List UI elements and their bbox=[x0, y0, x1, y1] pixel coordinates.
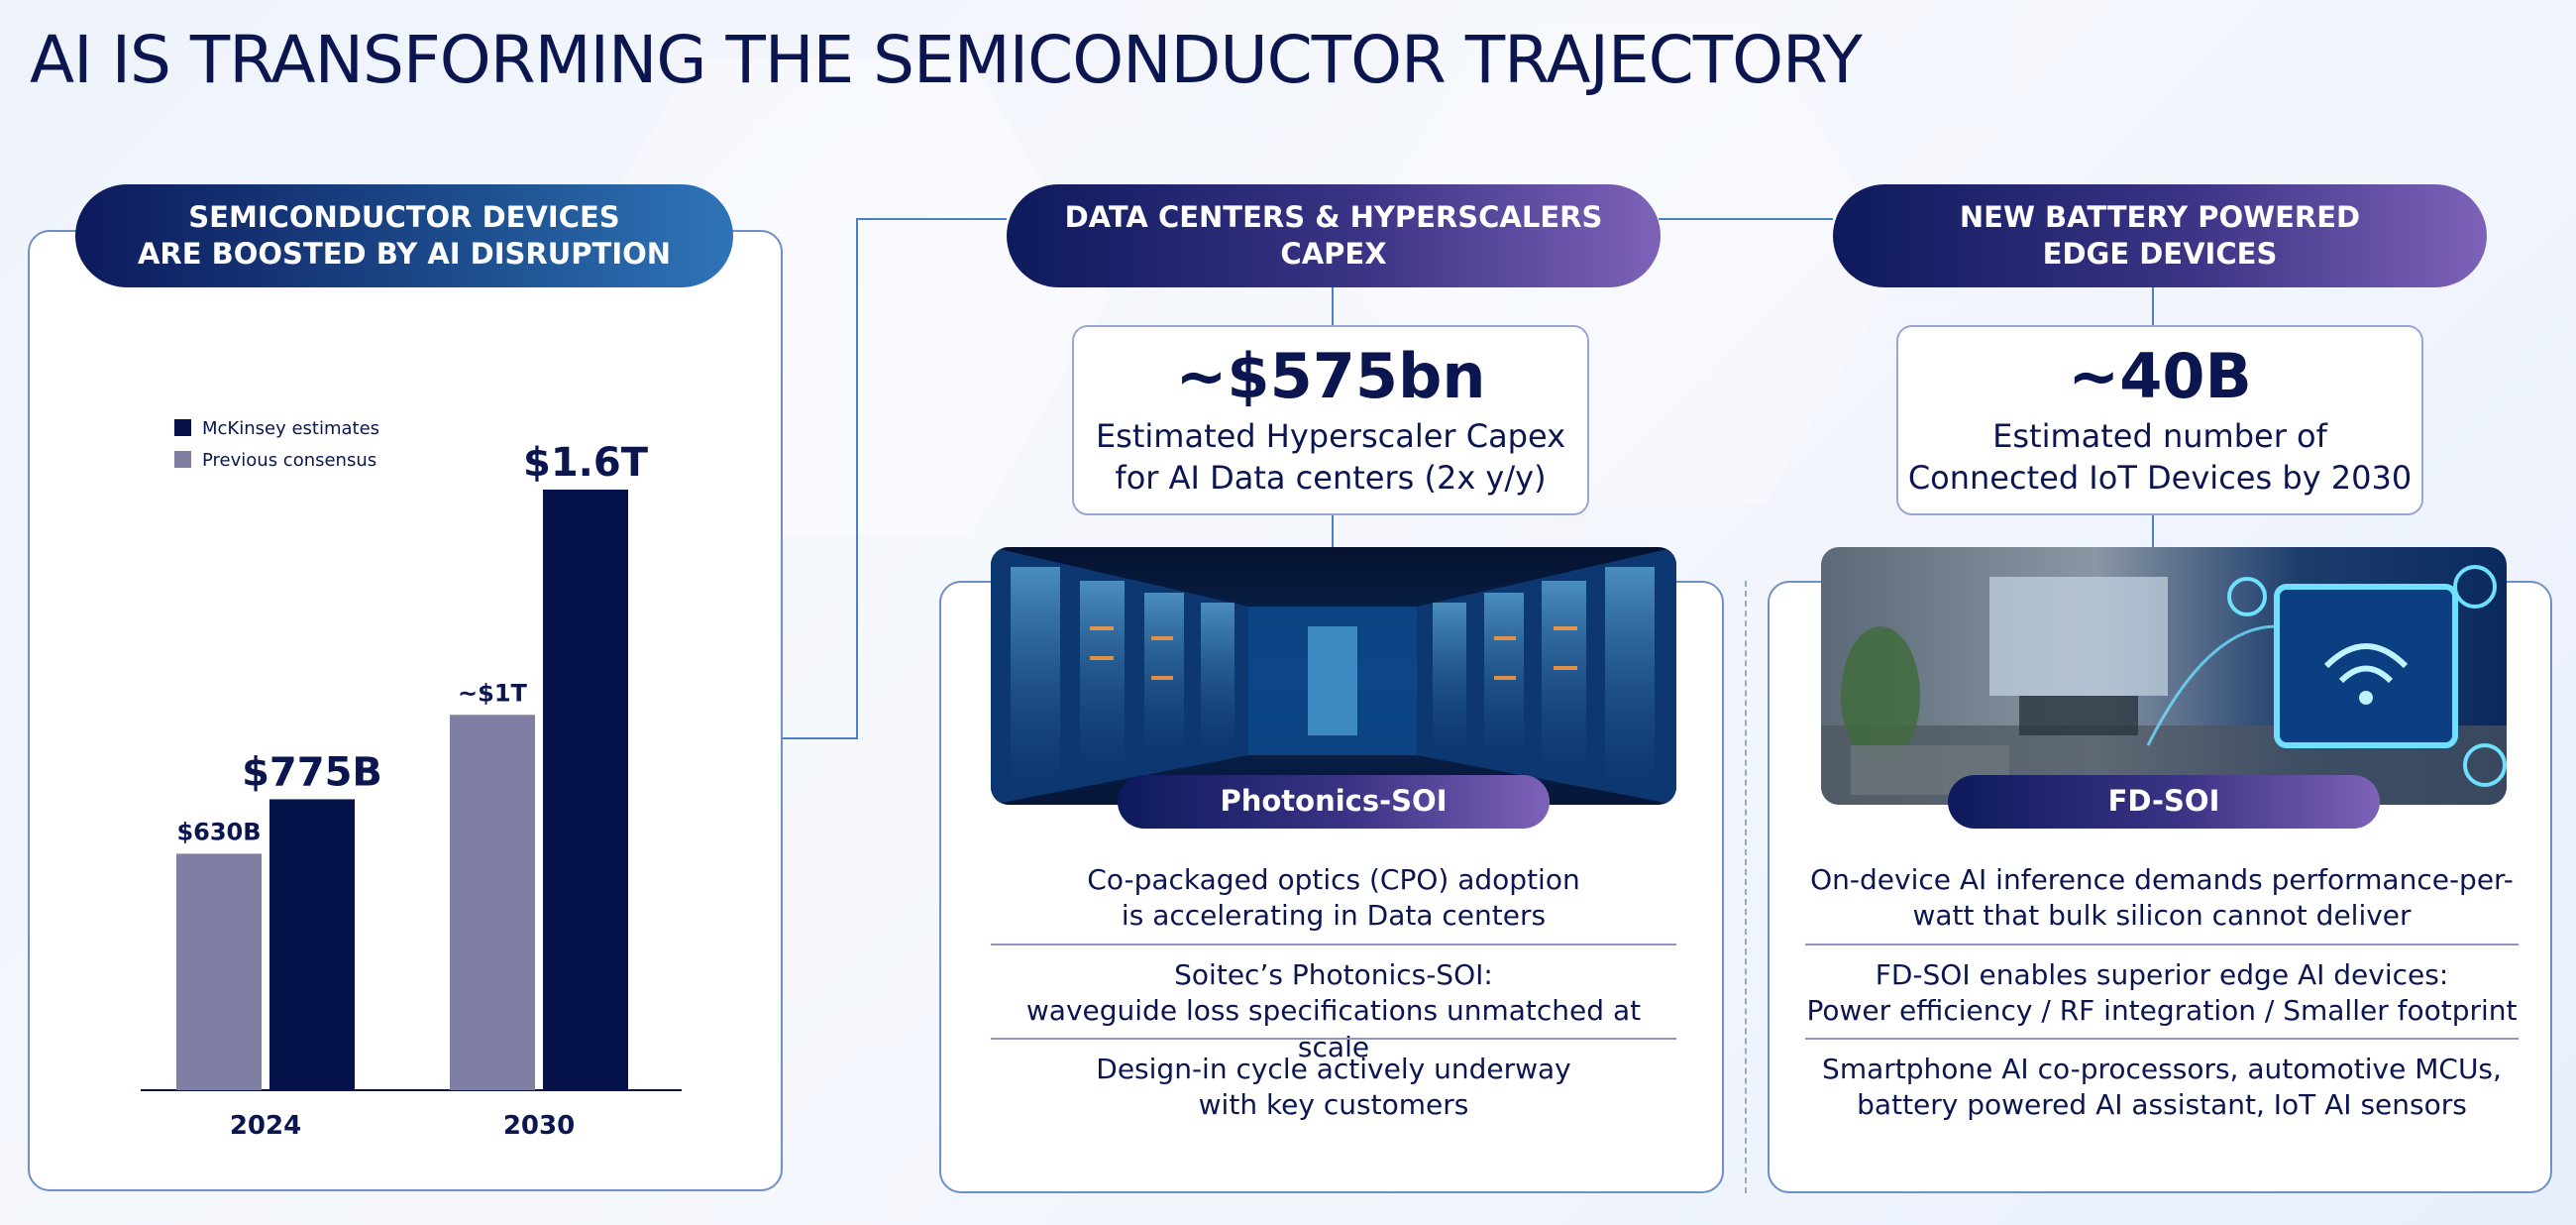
edge-stat-line1: Estimated number of bbox=[1992, 417, 2327, 456]
edge-bullet-1-line1: On-device AI inference demands performan… bbox=[1810, 863, 2514, 896]
edge-bullet-3: Smartphone AI co-processors, automotive … bbox=[1805, 1052, 2519, 1124]
x-tick-label: 2024 bbox=[230, 1111, 301, 1141]
edge-stat-box: ~40B Estimated number of Connected IoT D… bbox=[1896, 325, 2423, 515]
edge-bullet-2: FD-SOI enables superior edge AI devices:… bbox=[1805, 957, 2519, 1030]
connector-line bbox=[2152, 287, 2154, 327]
fd-soi-label: FD-SOI bbox=[2107, 784, 2220, 819]
semiconductor-panel bbox=[28, 230, 783, 1191]
data-center-header-pill: DATA CENTERS & HYPERSCALERS CAPEX bbox=[1007, 184, 1661, 287]
smart-home-illustration bbox=[1821, 565, 2507, 805]
fd-soi-pill: FD-SOI bbox=[1948, 775, 2380, 829]
edge-header-line1: NEW BATTERY POWERED bbox=[1959, 199, 2361, 234]
bar-2030-previous bbox=[450, 715, 535, 1090]
dc-bullet-3-line1: Design-in cycle actively underway bbox=[1096, 1053, 1571, 1085]
edge-bullet-1-line2: watt that bulk silicon cannot deliver bbox=[1912, 899, 2412, 933]
bar-chart: $630B $775B 2024 ~$1T $1.6T 2030 McKinsey esti… bbox=[141, 418, 682, 1141]
data-label: $630B bbox=[176, 818, 261, 845]
data-center-stat-line1: Estimated Hyperscaler Capex bbox=[1095, 417, 1566, 456]
data-label: ~$1T bbox=[458, 679, 528, 707]
edge-header-pill: NEW BATTERY POWERED EDGE DEVICES bbox=[1833, 184, 2487, 287]
dc-bullet-2-line1: Soitec’s Photonics-SOI: bbox=[1174, 958, 1493, 991]
connector-line bbox=[856, 218, 858, 739]
photonics-soi-label: Photonics-SOI bbox=[1220, 784, 1448, 819]
edge-stat-line2: Connected IoT Devices by 2030 bbox=[1907, 458, 2413, 497]
legend-swatch bbox=[174, 451, 191, 468]
server-racks-image bbox=[991, 547, 1676, 805]
connector-line bbox=[2152, 513, 2154, 549]
smart-home-image bbox=[1821, 547, 2507, 805]
connector-line bbox=[1332, 287, 1334, 327]
dc-separator bbox=[991, 1038, 1676, 1040]
edge-separator bbox=[1805, 944, 2519, 946]
data-center-stat-value: ~$575bn bbox=[1175, 340, 1486, 412]
legend-label: McKinsey estimates bbox=[202, 418, 379, 439]
edge-stat-value: ~40B bbox=[2068, 340, 2252, 412]
connector-line bbox=[1659, 218, 1833, 220]
bar-2024-previous bbox=[176, 853, 262, 1090]
server-racks-illustration bbox=[991, 547, 1676, 805]
legend-label: Previous consensus bbox=[202, 450, 376, 471]
edge-bullet-2-line2: Power efficiency / RF integration / Smal… bbox=[1806, 994, 2518, 1028]
divider-dashed bbox=[1745, 581, 1747, 1193]
data-label: $775B bbox=[242, 749, 382, 795]
bar-2030-mckinsey bbox=[543, 490, 628, 1090]
dc-bullet-2-line2: waveguide loss specifications unmatched … bbox=[1025, 994, 1642, 1063]
bar-2024-mckinsey bbox=[269, 799, 355, 1090]
data-center-stat-box: ~$575bn Estimated Hyperscaler Capex for … bbox=[1072, 325, 1589, 515]
legend-swatch bbox=[174, 419, 191, 436]
semiconductor-header-pill: SEMICONDUCTOR DEVICES ARE BOOSTED BY AI … bbox=[75, 184, 733, 287]
edge-bullet-1: On-device AI inference demands performan… bbox=[1805, 862, 2519, 935]
x-tick-label: 2030 bbox=[503, 1111, 575, 1141]
semiconductor-header-line2: ARE BOOSTED BY AI DISRUPTION bbox=[137, 237, 672, 271]
data-label: $1.6T bbox=[523, 440, 649, 486]
dc-bullet-1-line1: Co-packaged optics (CPO) adoption bbox=[1087, 863, 1580, 896]
dc-bullet-3-line2: with key customers bbox=[1198, 1088, 1469, 1122]
edge-header-line2: EDGE DEVICES bbox=[2042, 237, 2278, 271]
edge-bullet-3-line2: battery powered AI assistant, IoT AI sen… bbox=[1857, 1088, 2467, 1122]
edge-separator bbox=[1805, 1038, 2519, 1040]
connector-line bbox=[783, 737, 856, 739]
dc-bullet-3: Design-in cycle actively underway with k… bbox=[991, 1052, 1676, 1124]
connector-line bbox=[856, 218, 1007, 220]
data-center-stat-line2: for AI Data centers (2x y/y) bbox=[1115, 458, 1547, 497]
edge-bullet-3-line1: Smartphone AI co-processors, automotive … bbox=[1822, 1053, 2502, 1085]
dc-bullet-1-line2: is accelerating in Data centers bbox=[1121, 899, 1547, 933]
connector-line bbox=[1332, 513, 1334, 549]
dc-bullet-1: Co-packaged optics (CPO) adoption is acc… bbox=[991, 862, 1676, 935]
dc-separator bbox=[991, 944, 1676, 946]
dc-bullet-2: Soitec’s Photonics-SOI: waveguide loss s… bbox=[991, 957, 1676, 1065]
photonics-soi-pill: Photonics-SOI bbox=[1118, 775, 1550, 829]
data-center-header: DATA CENTERS & HYPERSCALERS CAPEX bbox=[1064, 199, 1603, 271]
semiconductor-header-line1: SEMICONDUCTOR DEVICES bbox=[188, 199, 620, 234]
edge-bullet-2-line1: FD-SOI enables superior edge AI devices: bbox=[1875, 958, 2449, 991]
page-title: AI IS TRANSFORMING THE SEMICONDUCTOR TRA… bbox=[30, 22, 1863, 98]
